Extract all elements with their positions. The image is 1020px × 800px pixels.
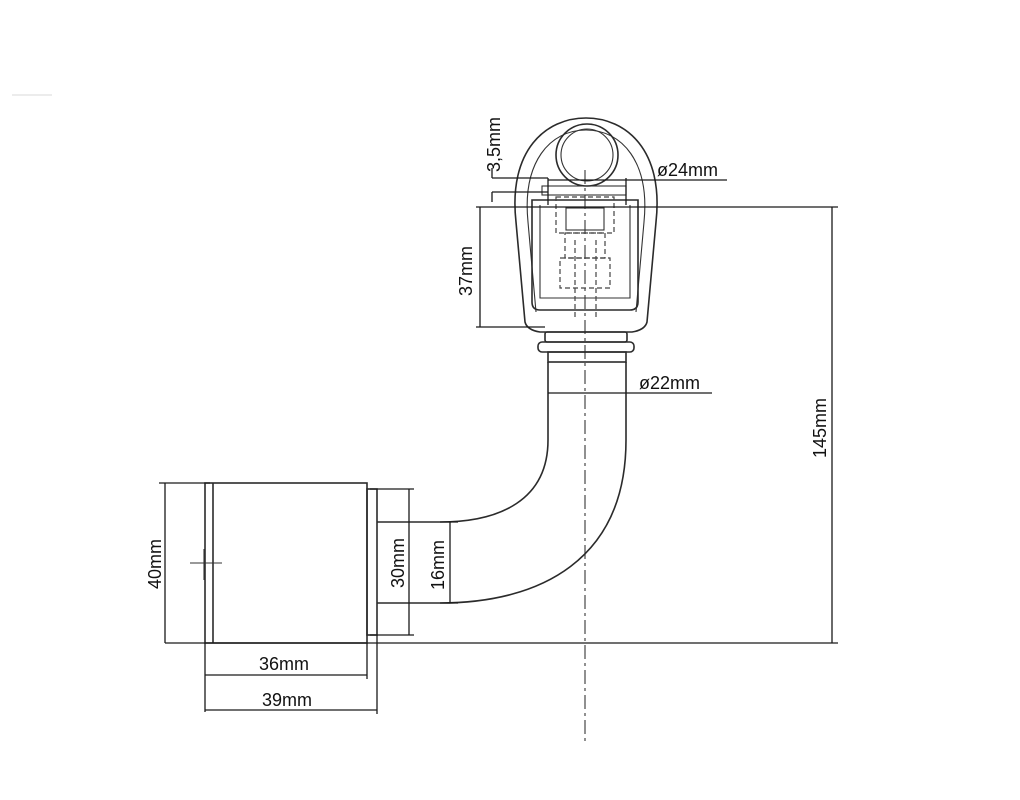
base-body (204, 482, 368, 644)
base-block (190, 482, 378, 644)
u-frame-inner (539, 205, 631, 299)
label-flange-height: 30mm (388, 538, 408, 588)
base-flange (366, 488, 378, 636)
bent-tube (377, 362, 627, 604)
insert-base-hidden (559, 257, 611, 289)
collar-ring-2 (537, 341, 635, 353)
label-overall-width: 39mm (262, 690, 312, 710)
label-eye-diameter: ø24mm (657, 160, 718, 180)
u-frame (531, 199, 639, 311)
label-tube-height: 16mm (428, 540, 448, 590)
ring-hole-inner (560, 128, 614, 182)
dimension-labels: 3,5mm ø24mm 37mm ø22mm 145mm 40mm 30mm 1… (145, 117, 830, 710)
eye-inner-loop (526, 129, 646, 313)
tube-outer-edge (377, 362, 627, 604)
label-wall-thickness: 3,5mm (484, 117, 504, 172)
label-tube-diameter: ø22mm (639, 373, 700, 393)
label-total-height: 145mm (810, 398, 830, 458)
label-top-height: 37mm (456, 246, 476, 296)
tube-inner-edge (377, 362, 549, 523)
eye-shell (514, 117, 658, 333)
insert-face (565, 207, 605, 231)
collar-ring-3 (547, 351, 627, 363)
label-base-width: 36mm (259, 654, 309, 674)
top-bar (541, 185, 627, 196)
dimension-lines (159, 168, 838, 714)
collar-ring-1 (544, 331, 628, 343)
label-base-height: 40mm (145, 539, 165, 589)
top-body (514, 117, 658, 363)
ring-hole-outer (555, 123, 619, 187)
